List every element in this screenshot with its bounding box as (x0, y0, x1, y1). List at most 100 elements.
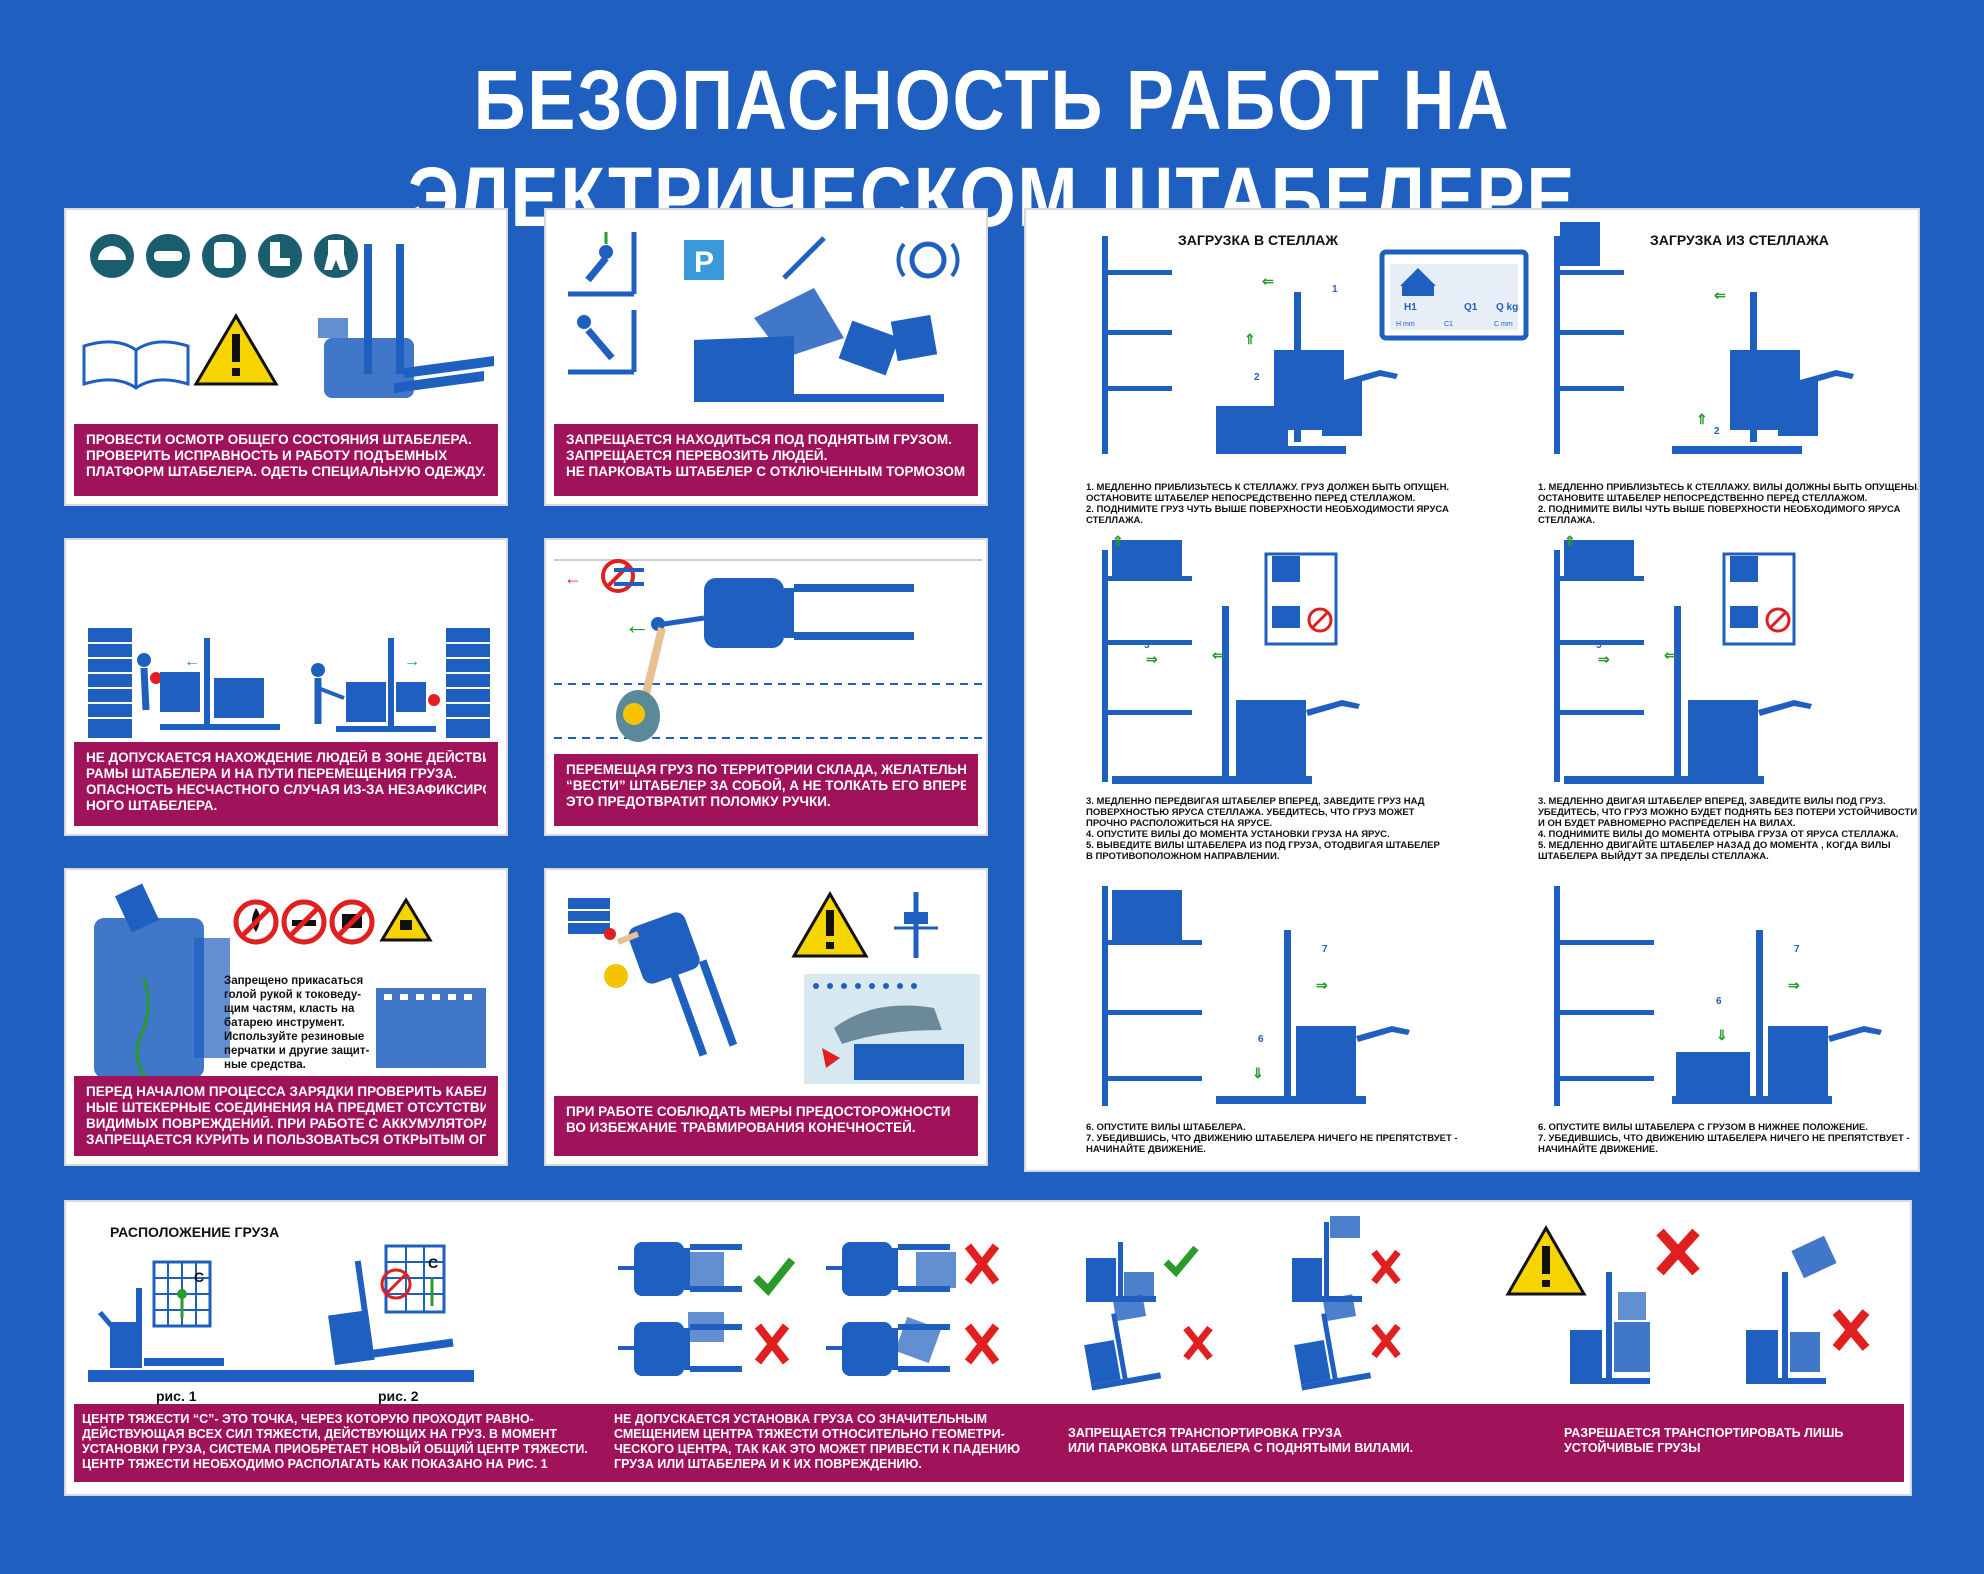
stacker-battery-illustration (94, 883, 230, 1079)
helmet-icon (90, 234, 134, 278)
caption-pulling: ПЕРЕМЕЩАЯ ГРУЗ ПО ТЕРРИТОРИИ СКЛАДА, ЖЕЛ… (554, 754, 978, 826)
cross-icon (964, 1323, 1000, 1365)
topview-bad3 (826, 1316, 950, 1376)
charging-note: Запрещено прикасаться голой рукой к токо… (224, 975, 370, 1071)
forks-incline-bad2 (1294, 1294, 1372, 1391)
overalls-icon (314, 234, 358, 278)
svg-text:⇒: ⇒ (1598, 651, 1610, 667)
panel-prohibitions-illustration: P (554, 218, 978, 418)
load-placement-diagrams: C C (88, 1216, 1870, 1391)
rack-load-step6 (1102, 886, 1410, 1106)
forks-raised-bad (1292, 1216, 1362, 1302)
svg-text:⇐: ⇐ (1212, 647, 1224, 663)
panel-limbs-illustration (554, 878, 980, 1088)
instructions-unload-1: 1. МЕДЛЕННО ПРИБЛИЗЬТЕСЬ К СТЕЛЛАЖУ. ВИЛ… (1538, 482, 1920, 526)
svg-text:6: 6 (1258, 1034, 1264, 1045)
svg-text:⇐: ⇐ (1262, 273, 1274, 289)
svg-text:⇓: ⇓ (1716, 1027, 1728, 1043)
topview-bad1 (826, 1242, 956, 1296)
person-pushing (311, 663, 345, 724)
fig1-label: рис. 1 (156, 1388, 197, 1404)
svg-text:7: 7 (1794, 944, 1800, 955)
svg-text:→: → (404, 653, 420, 670)
load-placement-title: РАСПОЛОЖЕНИЕ ГРУЗА (110, 1224, 280, 1240)
cross-icon (964, 1243, 1000, 1285)
svg-text:⇓: ⇓ (1252, 1065, 1264, 1081)
svg-text:7: 7 (1322, 944, 1328, 955)
panel-danger-zone-illustration: ← → (74, 548, 498, 748)
svg-text:Q kg: Q kg (1496, 302, 1518, 313)
svg-text:⇒: ⇒ (1316, 977, 1328, 993)
instructions-unload-3: 6. ОПУСТИТЕ ВИЛЫ ШТАБЕЛЕРА С ГРУЗОМ В НИ… (1538, 1122, 1910, 1155)
panel-charging-illustration: Запрещено прикасаться голой рукой к токо… (74, 878, 498, 1088)
fig2-stacker (328, 1260, 454, 1366)
green-arrow-icon: ← (624, 610, 650, 640)
page-title: БЕЗОПАСНОСТЬ РАБОТ НА ЭЛЕКТРИЧЕСКОМ ШТАБ… (407, 53, 1577, 244)
svg-text:⇐: ⇐ (1714, 287, 1726, 303)
svg-text:←: ← (564, 568, 582, 588)
topview-bad2 (618, 1312, 742, 1376)
svg-text:←: ← (624, 610, 650, 640)
svg-text:⇑: ⇑ (1564, 533, 1576, 549)
person-pinned-left (137, 653, 162, 711)
panel-inspection-illustration (74, 218, 498, 418)
cross-icon (1656, 1228, 1700, 1276)
cross-icon (1371, 1323, 1401, 1359)
brick-wall-left (88, 628, 132, 738)
battery-illustration (376, 988, 486, 1068)
panel-charging: Запрещено прикасаться голой рукой к токо… (64, 868, 508, 1166)
topview-ok (618, 1242, 742, 1296)
caption-limbs: ПРИ РАБОТЕ СОБЛЮДАТЬ МЕРЫ ПРЕДОСТОРОЖНОС… (554, 1096, 978, 1156)
warning-triangle-icon (1505, 1224, 1587, 1296)
header-loading-into-rack: ЗАГРУЗКА В СТЕЛЛАЖ (1178, 232, 1339, 248)
svg-text:4: 4 (1128, 542, 1134, 553)
caption-center-of-gravity: ЦЕНТР ТЯЖЕСТИ “С”- ЭТО ТОЧКА, ЧЕРЕЗ КОТО… (82, 1412, 588, 1471)
panel-danger-zone: ← → НЕ ДОПУСКАЕТСЯ НАХОЖДЕНИЕ ЛЮДЕЙ В ЗО… (64, 538, 508, 836)
warning-triangle-icon (193, 313, 279, 386)
brick-wall-right (446, 628, 490, 738)
svg-text:←: ← (184, 653, 200, 670)
rack-unload-step1 (1554, 222, 1854, 454)
unstable-loads-bad (1746, 1235, 1837, 1384)
svg-text:3: 3 (1222, 638, 1228, 649)
parking-sign-icon: P (684, 240, 724, 280)
svg-text:⇑: ⇑ (1112, 533, 1124, 549)
forks-low-ok (1086, 1242, 1156, 1302)
caption-danger-zone: НЕ ДОПУСКАЕТСЯ НАХОЖДЕНИЕ ЛЮДЕЙ В ЗОНЕ Д… (74, 742, 498, 826)
no-smoking-icon (281, 899, 327, 945)
svg-text:Q1: Q1 (1464, 302, 1478, 313)
fig2-label: рис. 2 (378, 1388, 419, 1404)
svg-text:P: P (694, 246, 714, 279)
svg-text:5: 5 (1144, 640, 1150, 651)
instructions-unload-2: 3. МЕДЛЕННО ДВИГАЯ ШТАБЕЛЕР ВПЕРЕД, ЗАВЕ… (1538, 796, 1918, 862)
stacker-turning-illustration (604, 912, 738, 1057)
crush-hazard-icon (894, 892, 938, 958)
svg-text:⇑: ⇑ (1244, 331, 1256, 347)
panel-limbs: ПРИ РАБОТЕ СОБЛЮДАТЬ МЕРЫ ПРЕДОСТОРОЖНОС… (544, 868, 988, 1166)
no-touch-icon (329, 899, 375, 945)
corrosive-warning-icon (379, 897, 433, 942)
instructions-load-1: 1. МЕДЛЕННО ПРИБЛИЗЬТЕСЬ К СТЕЛЛАЖУ. ГРУ… (1086, 482, 1450, 526)
svg-text:1: 1 (1786, 352, 1792, 363)
fig1-stacker (98, 1288, 224, 1368)
svg-text:2: 2 (1254, 372, 1260, 383)
no-open-flame-icon (233, 899, 279, 945)
svg-text:⇑: ⇑ (1696, 411, 1708, 427)
brake-sign-icon (896, 241, 960, 279)
svg-text:H mm: H mm (1396, 321, 1415, 328)
svg-text:6: 6 (1716, 996, 1722, 1007)
svg-text:4: 4 (1580, 542, 1586, 553)
person-under-load-icon (568, 232, 648, 297)
rack-load-step3 (1102, 540, 1360, 784)
svg-text:C mm: C mm (1494, 321, 1513, 328)
instructions-load-2: 3. МЕДЛЕННО ПЕРЕДВИГАЯ ШТАБЕЛЕР ВПЕРЕД, … (1086, 796, 1440, 862)
load-placement-captions: ЦЕНТР ТЯЖЕСТИ “С”- ЭТО ТОЧКА, ЧЕРЕЗ КОТО… (74, 1404, 1904, 1482)
rack-unload-step3 (1554, 540, 1812, 784)
svg-text:⇒: ⇒ (1788, 977, 1800, 993)
cross-icon (1832, 1309, 1870, 1351)
panel-rack-procedures: ЗАГРУЗКА В СТЕЛЛАЖ ЗАГРУЗКА ИЗ СТЕЛЛАЖА … (1024, 208, 1920, 1172)
svg-text:5: 5 (1596, 640, 1602, 651)
